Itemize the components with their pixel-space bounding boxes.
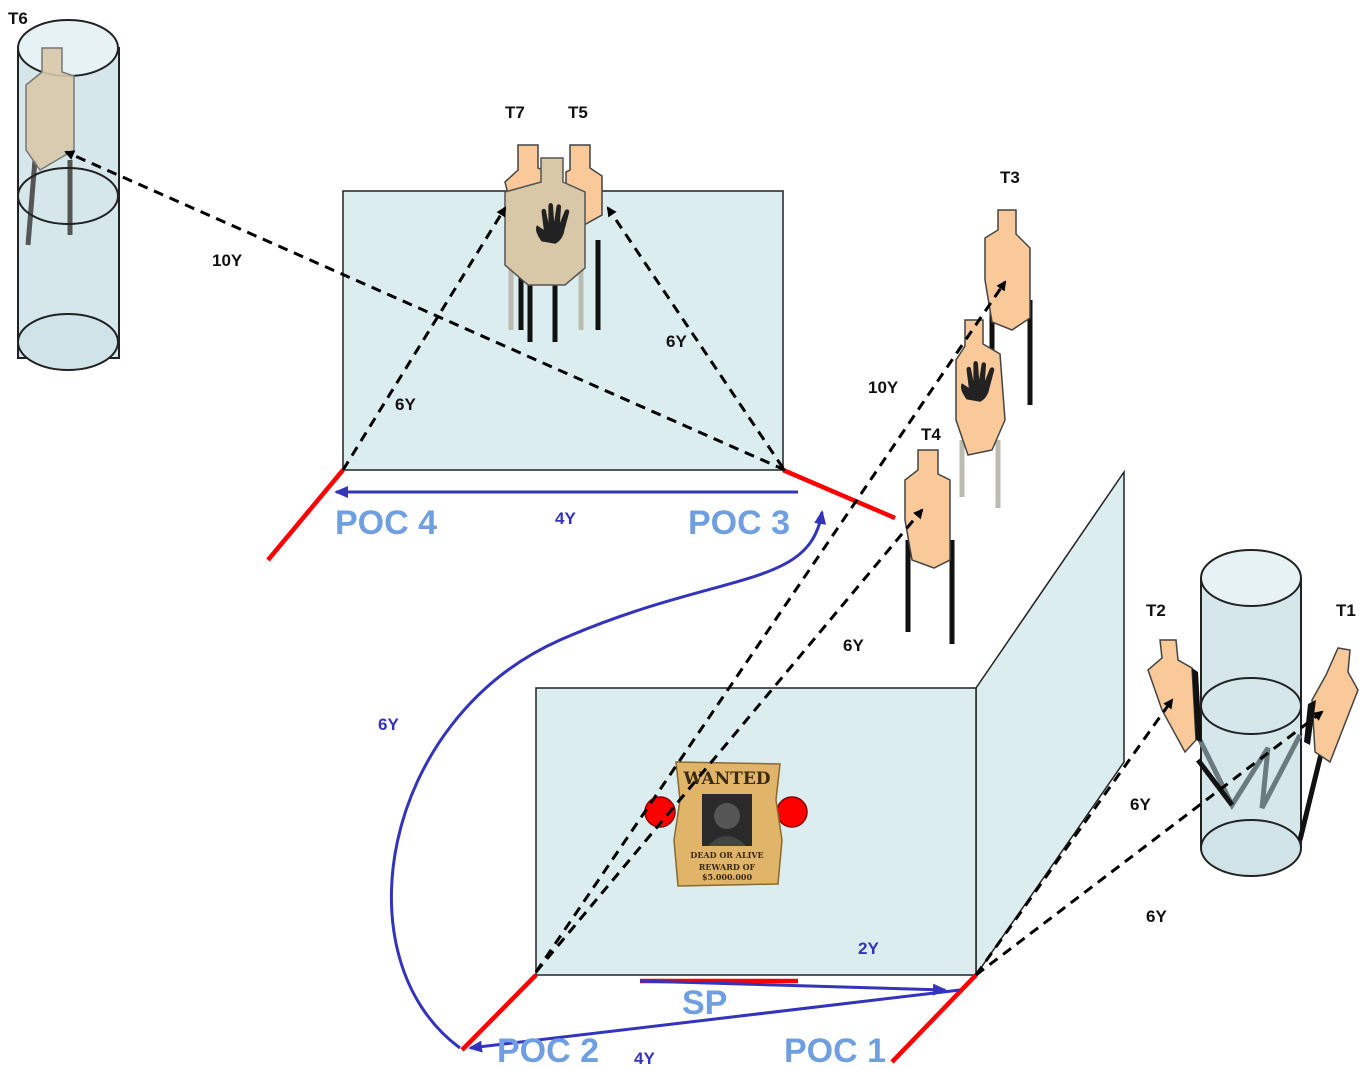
barrel-right [1192, 549, 1303, 877]
label-poc2: POC 2 [497, 1032, 599, 1069]
label-t5: T5 [568, 103, 588, 122]
sight-line-t7 [341, 206, 507, 471]
distance-t4: 6Y [843, 636, 864, 655]
movement-sp-to-poc1: 2Y [858, 939, 879, 958]
distance-t1: 6Y [1146, 907, 1167, 926]
distance-t2: 6Y [1130, 795, 1151, 814]
movement-poc1-to-poc2: 4Y [634, 1049, 655, 1068]
poster-line3: $5.000.000 [702, 872, 753, 882]
sight-line-t4 [534, 508, 924, 973]
label-t2: T2 [1146, 601, 1166, 620]
label-start-position: SP [682, 984, 727, 1022]
wall-side [975, 469, 1125, 978]
label-t7: T7 [505, 103, 525, 122]
fault-line-poc1 [890, 973, 978, 1064]
poster-line2: REWARD OF [699, 862, 756, 872]
move-poc1-to-poc2 [468, 988, 961, 1053]
label-t3: T3 [1000, 168, 1020, 187]
targets-t3-t4 [904, 209, 1033, 644]
sight-line-t6 [64, 150, 786, 472]
label-poc3: POC 3 [688, 504, 790, 542]
barrel-left-rim [17, 167, 119, 225]
wanted-poster: WANTED DEAD OR ALIVE REWARD OF $5.000.00… [644, 761, 808, 887]
fault-line-poc3 [782, 467, 896, 521]
poster-line1: DEAD OR ALIVE [690, 850, 763, 860]
poster-title: WANTED [682, 769, 770, 789]
label-poc4: POC 4 [335, 504, 437, 542]
movement-arrows [334, 486, 961, 1053]
move-poc2-to-poc3 [390, 510, 827, 1050]
target-t6 [25, 47, 75, 246]
sight-lines [64, 150, 1324, 977]
fault-line-poc4 [266, 468, 345, 562]
sight-line-t2 [974, 698, 1174, 976]
label-t4: T4 [921, 425, 941, 444]
sight-line-t3 [534, 280, 1007, 973]
fault-line-poc2 [460, 973, 538, 1052]
movement-poc3-to-poc4: 4Y [555, 509, 576, 528]
label-t1: T1 [1336, 601, 1356, 620]
sight-line-t5 [606, 206, 785, 469]
targets-t2-t1 [1147, 639, 1359, 841]
label-poc1: POC 1 [784, 1032, 886, 1069]
distance-t5: 6Y [666, 332, 687, 351]
distance-t6: 10Y [212, 251, 243, 270]
targets-t7-t5 [504, 144, 603, 342]
label-t6: T6 [8, 9, 28, 28]
move-sp-to-poc1 [639, 979, 947, 996]
sight-line-t1 [975, 710, 1324, 977]
distance-t3: 10Y [868, 378, 899, 397]
movement-poc2-to-poc3: 6Y [378, 715, 399, 734]
distance-t7: 6Y [395, 395, 416, 414]
